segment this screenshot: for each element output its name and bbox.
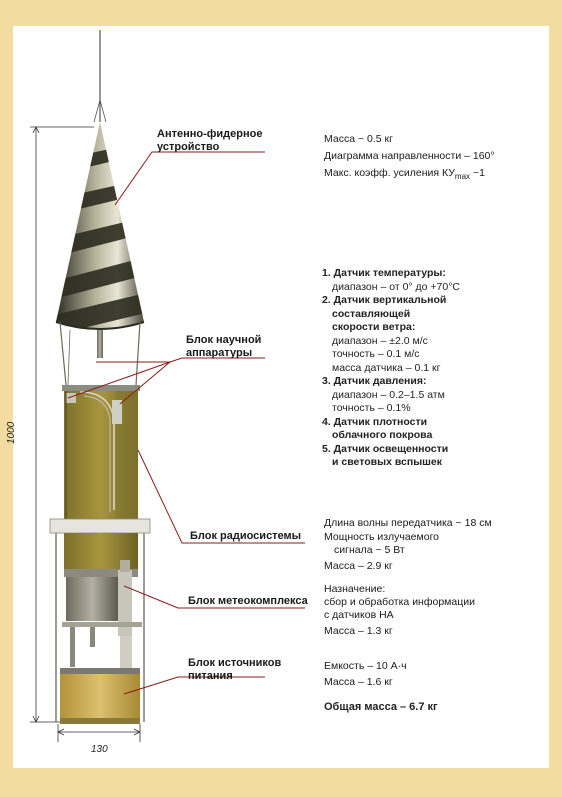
meteo-module bbox=[62, 560, 142, 670]
meteo-spec-purpose-1: сбор и обработка информации bbox=[324, 596, 475, 608]
radio-label: Блок радиосистемы bbox=[190, 530, 302, 542]
sensor-item: 3. Датчик давления: диапазон – 0.2–1.5 а… bbox=[322, 375, 460, 416]
sensor-detail: диапазон – 0.2–1.5 атм bbox=[332, 388, 445, 401]
sensor-item: 5. Датчик освещенности и световых вспыше… bbox=[322, 443, 460, 470]
antenna-gain-subscript: max bbox=[454, 172, 471, 182]
science-label: Блок научной аппаратуры bbox=[186, 334, 286, 359]
sensor-item: 2. Датчик вертикальной составляющей скор… bbox=[322, 294, 460, 375]
power-module bbox=[60, 668, 140, 724]
height-dimension-label: 1000 bbox=[6, 421, 17, 444]
meteo-label: Блок метеокомплекса bbox=[188, 595, 308, 607]
sensor-detail: точность – 0.1% bbox=[332, 402, 411, 414]
feeder-mast bbox=[59, 321, 141, 386]
total-mass: Общая масса – 6.7 кг bbox=[324, 701, 438, 713]
sensor-item: 4. Датчик плотности облачного покрова bbox=[322, 416, 460, 443]
science-module bbox=[62, 385, 140, 519]
sensor-title: скорости ветра: bbox=[332, 321, 416, 333]
cone-antenna bbox=[55, 122, 145, 330]
sensor-list: 1. Датчик температуры: диапазон – от 0° … bbox=[322, 267, 460, 470]
width-dimension-label: 130 bbox=[91, 744, 108, 755]
meteo-spec-purpose: Назначение: bbox=[324, 583, 386, 595]
width-dimension-line bbox=[57, 724, 141, 742]
sensor-title: 3. Датчик давления: bbox=[322, 375, 427, 387]
meteo-spec-purpose-2: с датчиков НА bbox=[324, 609, 394, 621]
science-label-text: Блок научной аппаратуры bbox=[186, 334, 262, 359]
height-dimension-line bbox=[30, 126, 94, 723]
antenna-gain-value: ~1 bbox=[470, 167, 485, 179]
sensor-title: 4. Датчик плотности bbox=[322, 415, 428, 428]
sensor-title: 5. Датчик освещенности bbox=[322, 442, 449, 455]
sensor-detail: диапазон – ±2.0 м/с bbox=[332, 334, 428, 347]
sensor-detail: масса датчика – 0.1 кг bbox=[332, 361, 441, 374]
sensor-detail: точность – 0.1 м/с bbox=[332, 348, 420, 360]
antenna-spec-gain: Макс. коэфф. усиления КУmax ~1 bbox=[324, 167, 485, 184]
leader-lines bbox=[67, 151, 305, 695]
power-label: Блок источников питания bbox=[188, 657, 308, 682]
sensor-title: и световых вспышек bbox=[332, 456, 443, 468]
antenna-wire bbox=[93, 30, 107, 123]
power-label-text: Блок источников питания bbox=[188, 657, 282, 682]
sensor-title: составляющей bbox=[332, 307, 411, 320]
radio-spec-power-value: сигнала ~ 5 Вт bbox=[334, 544, 405, 556]
sensor-item: 1. Датчик температуры: диапазон – от 0° … bbox=[322, 267, 460, 294]
meteo-spec-mass: Масса – 1.3 кг bbox=[324, 625, 393, 637]
radio-spec-power: Мощность излучаемого bbox=[324, 531, 440, 543]
antenna-label: Антенно-фидерное устройство bbox=[157, 128, 297, 153]
antenna-spec-mass: Масса ~ 0.5 кг bbox=[324, 133, 393, 145]
antenna-spec-pattern: Диаграмма направленности – 160° bbox=[324, 150, 495, 162]
antenna-gain-text: Макс. коэфф. усиления КУ bbox=[324, 167, 455, 179]
sensor-title: облачного покрова bbox=[332, 429, 433, 441]
sensor-detail: диапазон – от 0° до +70°С bbox=[332, 280, 461, 293]
sensor-title: 2. Датчик вертикальной bbox=[322, 294, 447, 306]
radio-spec-wavelength: Длина волны передатчика ~ 18 см bbox=[324, 517, 492, 529]
power-spec-mass: Масса – 1.6 кг bbox=[324, 676, 393, 688]
radio-spec-mass: Масса – 2.9 кг bbox=[324, 560, 393, 572]
sensor-title: 1. Датчик температуры: bbox=[322, 267, 446, 279]
power-spec-capacity: Емкость – 10 А·ч bbox=[324, 660, 407, 672]
antenna-label-text: Антенно-фидерное устройство bbox=[157, 128, 263, 153]
